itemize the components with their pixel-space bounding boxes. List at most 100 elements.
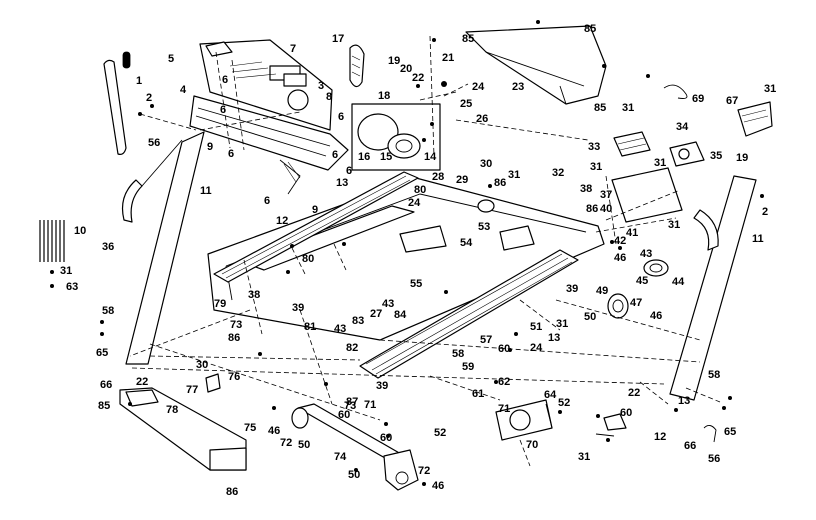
callout-82: 82 xyxy=(346,342,358,354)
callout-24: 24 xyxy=(408,197,421,209)
callout-18: 18 xyxy=(378,90,390,102)
callout-23: 23 xyxy=(512,81,524,93)
callout-71: 71 xyxy=(498,403,510,415)
callout-64: 64 xyxy=(544,389,557,401)
callout-33: 33 xyxy=(588,141,600,153)
callout-22: 22 xyxy=(412,72,424,84)
callout-12: 12 xyxy=(276,215,288,227)
callout-59: 59 xyxy=(462,361,474,373)
callout-70: 70 xyxy=(526,439,538,451)
callout-67: 67 xyxy=(726,95,738,107)
callout-74: 74 xyxy=(334,451,347,463)
callout-31: 31 xyxy=(764,83,776,95)
callout-52: 52 xyxy=(558,397,570,409)
callout-66: 66 xyxy=(684,440,696,452)
callout-38: 38 xyxy=(248,289,260,301)
callout-76: 76 xyxy=(228,371,240,383)
callout-85b: 86 xyxy=(226,486,238,498)
callout-72: 72 xyxy=(280,437,292,449)
callout-58: 58 xyxy=(708,369,720,381)
callout-31: 31 xyxy=(590,161,602,173)
callout-31: 31 xyxy=(60,265,72,277)
part-15-motor xyxy=(351,103,441,171)
callout-15: 15 xyxy=(380,151,392,163)
callout-40: 40 xyxy=(600,203,612,215)
callout-6: 6 xyxy=(228,148,234,160)
callout-10: 10 xyxy=(74,225,86,237)
part-37-motor-controller-box xyxy=(611,167,683,223)
callout-79: 79 xyxy=(214,298,226,310)
callout-39: 39 xyxy=(566,283,578,295)
callout-47: 47 xyxy=(630,297,642,309)
callout-43: 43 xyxy=(640,248,652,260)
callout-30: 30 xyxy=(196,359,208,371)
callout-6: 6 xyxy=(220,104,226,116)
callout-21: 21 xyxy=(442,52,454,64)
callout-57: 57 xyxy=(480,334,492,346)
callout-32: 32 xyxy=(552,167,564,179)
callout-85: 85 xyxy=(584,23,596,35)
callout-50: 50 xyxy=(298,439,310,451)
callout-13: 13 xyxy=(336,177,348,189)
part-1-key xyxy=(103,51,131,155)
callout-77: 77 xyxy=(186,384,198,396)
callout-56: 56 xyxy=(708,453,720,465)
hardware-fasteners xyxy=(50,20,764,486)
callout-6: 6 xyxy=(338,111,344,123)
callout-63: 63 xyxy=(66,281,78,293)
callout-9: 9 xyxy=(312,204,318,216)
part-30-bracket xyxy=(205,373,221,393)
callout-6: 6 xyxy=(222,74,228,86)
callout-71: 71 xyxy=(364,399,376,411)
callout-46: 46 xyxy=(432,480,444,492)
callout-22: 22 xyxy=(628,387,640,399)
callout-13: 13 xyxy=(548,332,560,344)
callout-31: 31 xyxy=(578,451,590,463)
callout-62: 62 xyxy=(498,376,510,388)
callout-25: 25 xyxy=(460,98,472,110)
part-70-incline-motor xyxy=(495,399,553,441)
callout-81: 81 xyxy=(304,321,316,333)
callout-39: 39 xyxy=(376,380,388,392)
callout-26: 26 xyxy=(476,113,488,125)
callout-86: 86 xyxy=(586,203,598,215)
callout-58: 58 xyxy=(452,348,464,360)
callout-85: 85 xyxy=(462,33,474,45)
callout-46: 46 xyxy=(614,252,626,264)
callout-3: 3 xyxy=(318,80,324,92)
callout-38: 38 xyxy=(580,183,592,195)
callout-16: 16 xyxy=(358,151,370,163)
callout-51: 51 xyxy=(530,321,542,333)
callout-73: 73 xyxy=(230,319,242,331)
callout-28: 28 xyxy=(432,171,444,183)
callout-19: 19 xyxy=(736,152,748,164)
callout-69: 69 xyxy=(692,93,704,105)
callout-85: 85 xyxy=(98,400,110,412)
callout-61: 61 xyxy=(472,388,484,400)
callout-86: 86 xyxy=(494,177,506,189)
callout-60: 60 xyxy=(498,343,510,355)
callout-37: 37 xyxy=(600,189,612,201)
callout-43: 43 xyxy=(334,323,346,335)
callout-86: 86 xyxy=(228,332,240,344)
part-78-rear-base xyxy=(119,387,247,471)
callout-60: 60 xyxy=(380,432,392,444)
callout-86: 87 xyxy=(346,396,358,408)
callout-83: 83 xyxy=(352,315,364,327)
callout-5: 5 xyxy=(168,53,174,65)
callout-78: 78 xyxy=(166,404,178,416)
part-17-drive-belt xyxy=(349,44,365,88)
callout-49: 49 xyxy=(596,285,608,297)
callout-73: 73 xyxy=(344,400,356,412)
callout-60: 60 xyxy=(620,407,632,419)
callout-66: 66 xyxy=(100,379,112,391)
callout-1: 1 xyxy=(136,75,142,87)
callout-44: 44 xyxy=(672,276,685,288)
callout-84: 84 xyxy=(394,309,407,321)
callout-46: 46 xyxy=(650,310,662,322)
part-79-side-rail xyxy=(213,171,419,283)
callout-46: 46 xyxy=(268,425,280,437)
callout-17: 17 xyxy=(332,33,344,45)
part-33-bracket xyxy=(613,131,651,157)
